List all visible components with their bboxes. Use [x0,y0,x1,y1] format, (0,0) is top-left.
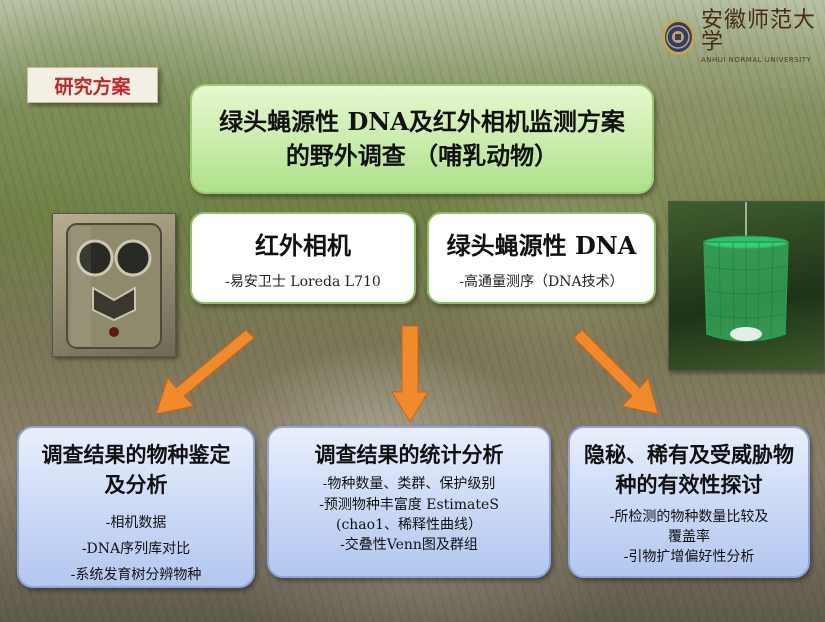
stats-item: -交叠性Venn图及群组 [340,537,478,554]
arrow-left-icon [155,329,255,415]
university-seal-icon [662,19,695,55]
rare-item: -引物扩增偏好性分析 [623,549,755,566]
fly-trap-photo [668,201,825,371]
camera-box: 红外相机 -易安卫士 Loreda L710 [190,212,416,304]
result-heading: 调查结果的物种鉴定及分析 [41,442,231,498]
section-tag: 研究方案 [27,67,158,103]
rare-box: 隐秘、稀有及受威胁物种的有效性探讨 -所检测的物种数量比较及 覆盖率 -引物扩增… [568,426,810,578]
camera-sub: -易安卫士 Loreda L710 [225,273,381,290]
result-box: 调查结果的物种鉴定及分析 -相机数据 -DNA序列库对比 -系统发育树分辨物种 [17,426,255,588]
title-box: 绿头蝇源性 DNA及红外相机监测方案的野外调查 （哺乳动物） [190,84,654,194]
trail-camera-photo [52,213,176,357]
dna-box: 绿头蝇源性 DNA -高通量测序（DNA技术） [427,212,656,304]
slide-title: 绿头蝇源性 DNA及红外相机监测方案的野外调查 （哺乳动物） [219,107,625,170]
stats-item: -物种数量、类群、保护级别 [322,476,496,493]
arrow-right-icon [573,329,659,415]
stats-item: (chao1、稀释性曲线） [335,517,482,534]
result-item: -相机数据 [105,514,167,531]
rare-heading: 隐秘、稀有及受威胁物种的有效性探讨 [584,442,794,498]
rare-item: -所检测的物种数量比较及 [609,508,769,525]
dna-heading: 绿头蝇源性 DNA [446,230,637,260]
logo-cn: 安徽师范大学 [700,8,816,55]
stats-box: 调查结果的统计分析 -物种数量、类群、保护级别 -预测物种丰富度 Estimat… [267,426,551,578]
university-logo: 安徽师范大学 ANHUI NORMAL UNIVERSITY [662,10,825,64]
camera-heading: 红外相机 [255,230,351,260]
arrow-middle-icon [391,325,429,423]
result-item: -DNA序列库对比 [81,541,191,558]
result-item: -系统发育树分辨物种 [70,567,202,584]
rare-item: 覆盖率 [667,529,710,546]
logo-en: ANHUI NORMAL UNIVERSITY [700,56,812,64]
stats-heading: 调查结果的统计分析 [314,442,504,467]
dna-sub: -高通量测序（DNA技术） [459,273,624,290]
stats-item: -预测物种丰富度 EstimateS [319,496,499,513]
